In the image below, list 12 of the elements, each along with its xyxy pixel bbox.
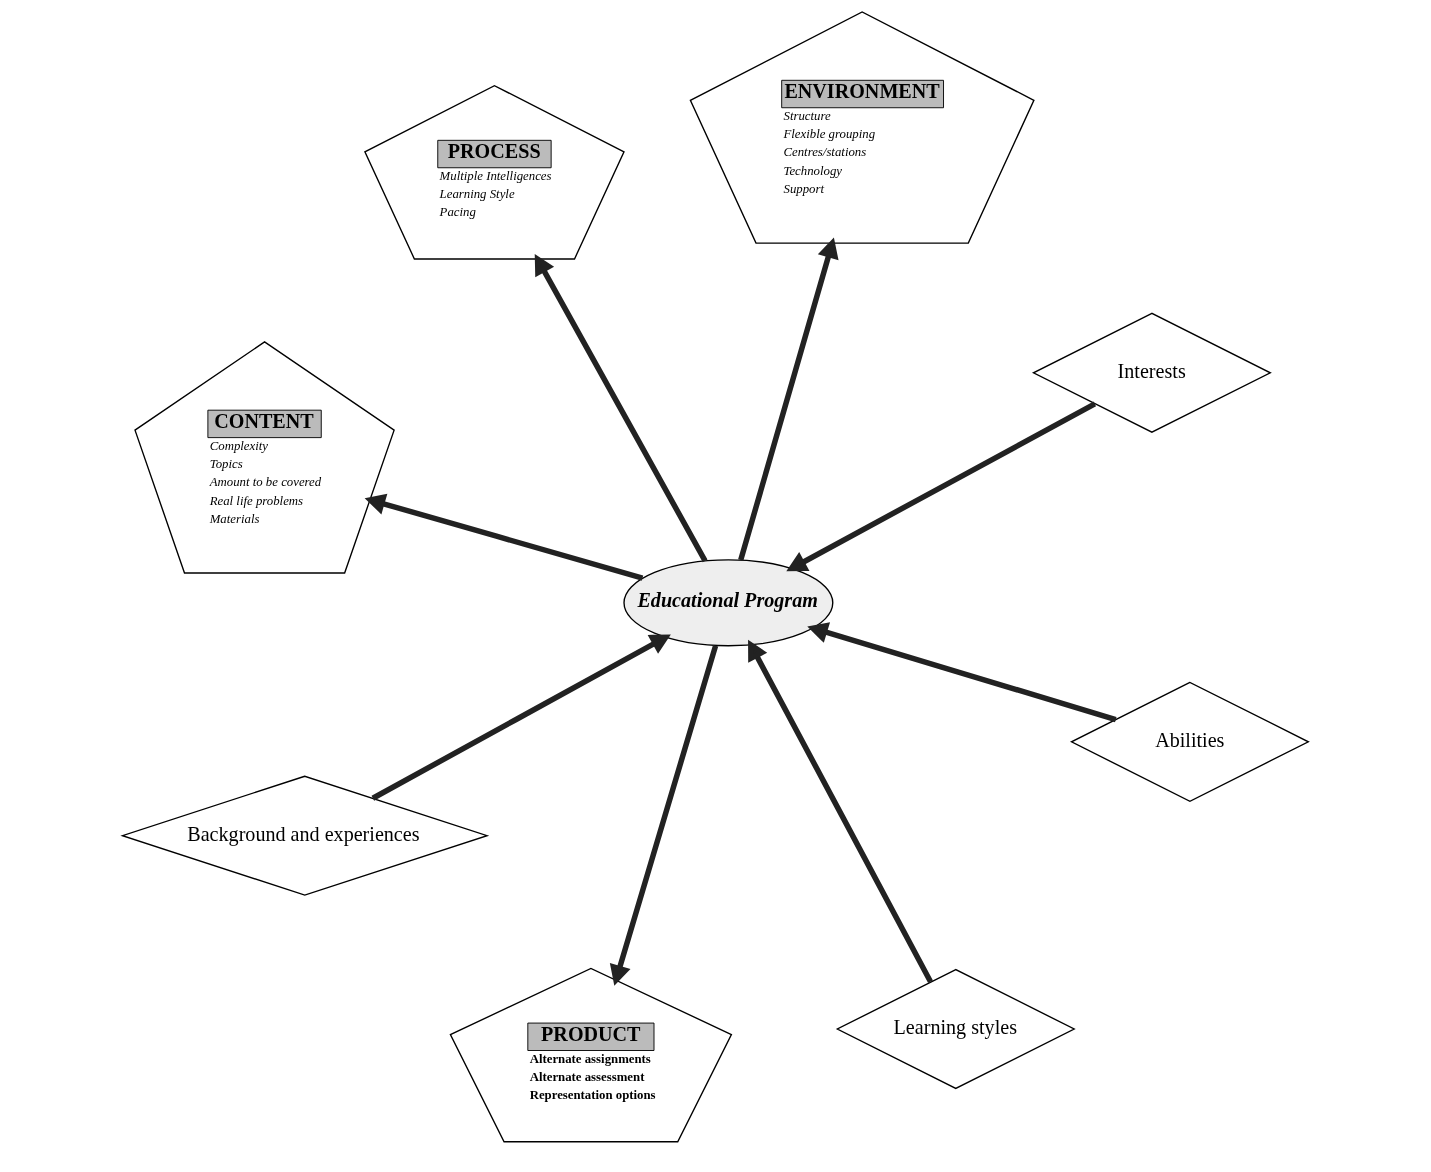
arrow	[748, 639, 933, 984]
node-diamond: Interests	[1031, 312, 1272, 433]
node-diamond: Background and experiences	[120, 775, 490, 896]
arrow	[609, 645, 719, 986]
arrow	[371, 634, 671, 801]
arrow	[534, 254, 708, 563]
node-diamond: Abilities	[1070, 681, 1310, 803]
node-diamond: Learning styles	[835, 968, 1076, 1090]
arrow	[738, 237, 839, 561]
arrow	[807, 622, 1117, 723]
arrow	[786, 401, 1097, 572]
arrow	[364, 493, 644, 581]
